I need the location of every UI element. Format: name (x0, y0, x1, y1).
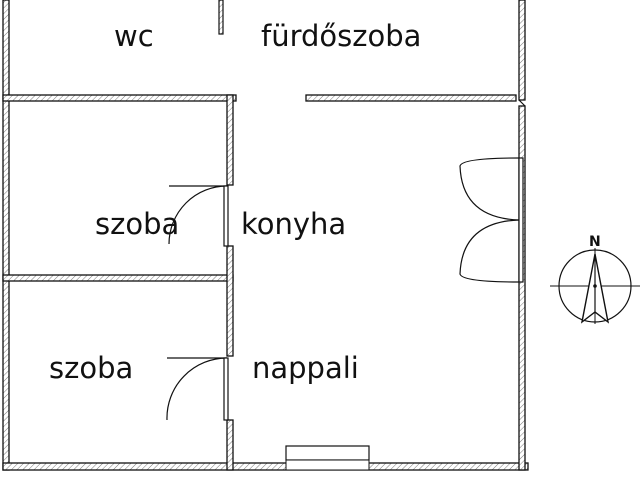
wall-bathroom-bottom (305, 94, 517, 102)
doors (166, 99, 526, 421)
door-room-lower (166, 357, 229, 421)
wall-interior-vertical-middle (226, 245, 234, 357)
wall-wc-bottom (2, 94, 237, 102)
door-entrance-double (459, 157, 524, 283)
wall-rooms-divider (2, 274, 234, 282)
compass-icon: N (550, 234, 640, 324)
wall-wc-partition (218, 0, 224, 35)
bottom-window (285, 445, 370, 471)
walls (2, 0, 529, 471)
door-room-upper (168, 185, 229, 247)
room-label-room-upper: szoba (95, 207, 179, 241)
room-labels: wc fürdőszoba szoba konyha szoba nappali (49, 19, 421, 385)
room-label-room-lower: szoba (49, 351, 133, 385)
wall-interior-vertical-lower (226, 419, 234, 471)
compass-north-label: N (589, 234, 601, 250)
wall-outer-right-lower (518, 105, 526, 471)
room-label-living-room: nappali (252, 351, 359, 385)
wall-outer-bottom (2, 462, 529, 471)
wall-outer-left (2, 0, 10, 471)
room-label-bathroom: fürdőszoba (261, 19, 421, 53)
opening-marker (518, 99, 526, 107)
room-label-wc: wc (114, 19, 154, 53)
wall-outer-right-upper (518, 0, 526, 101)
wall-interior-vertical-upper (226, 94, 234, 186)
room-label-kitchen: konyha (241, 207, 346, 241)
